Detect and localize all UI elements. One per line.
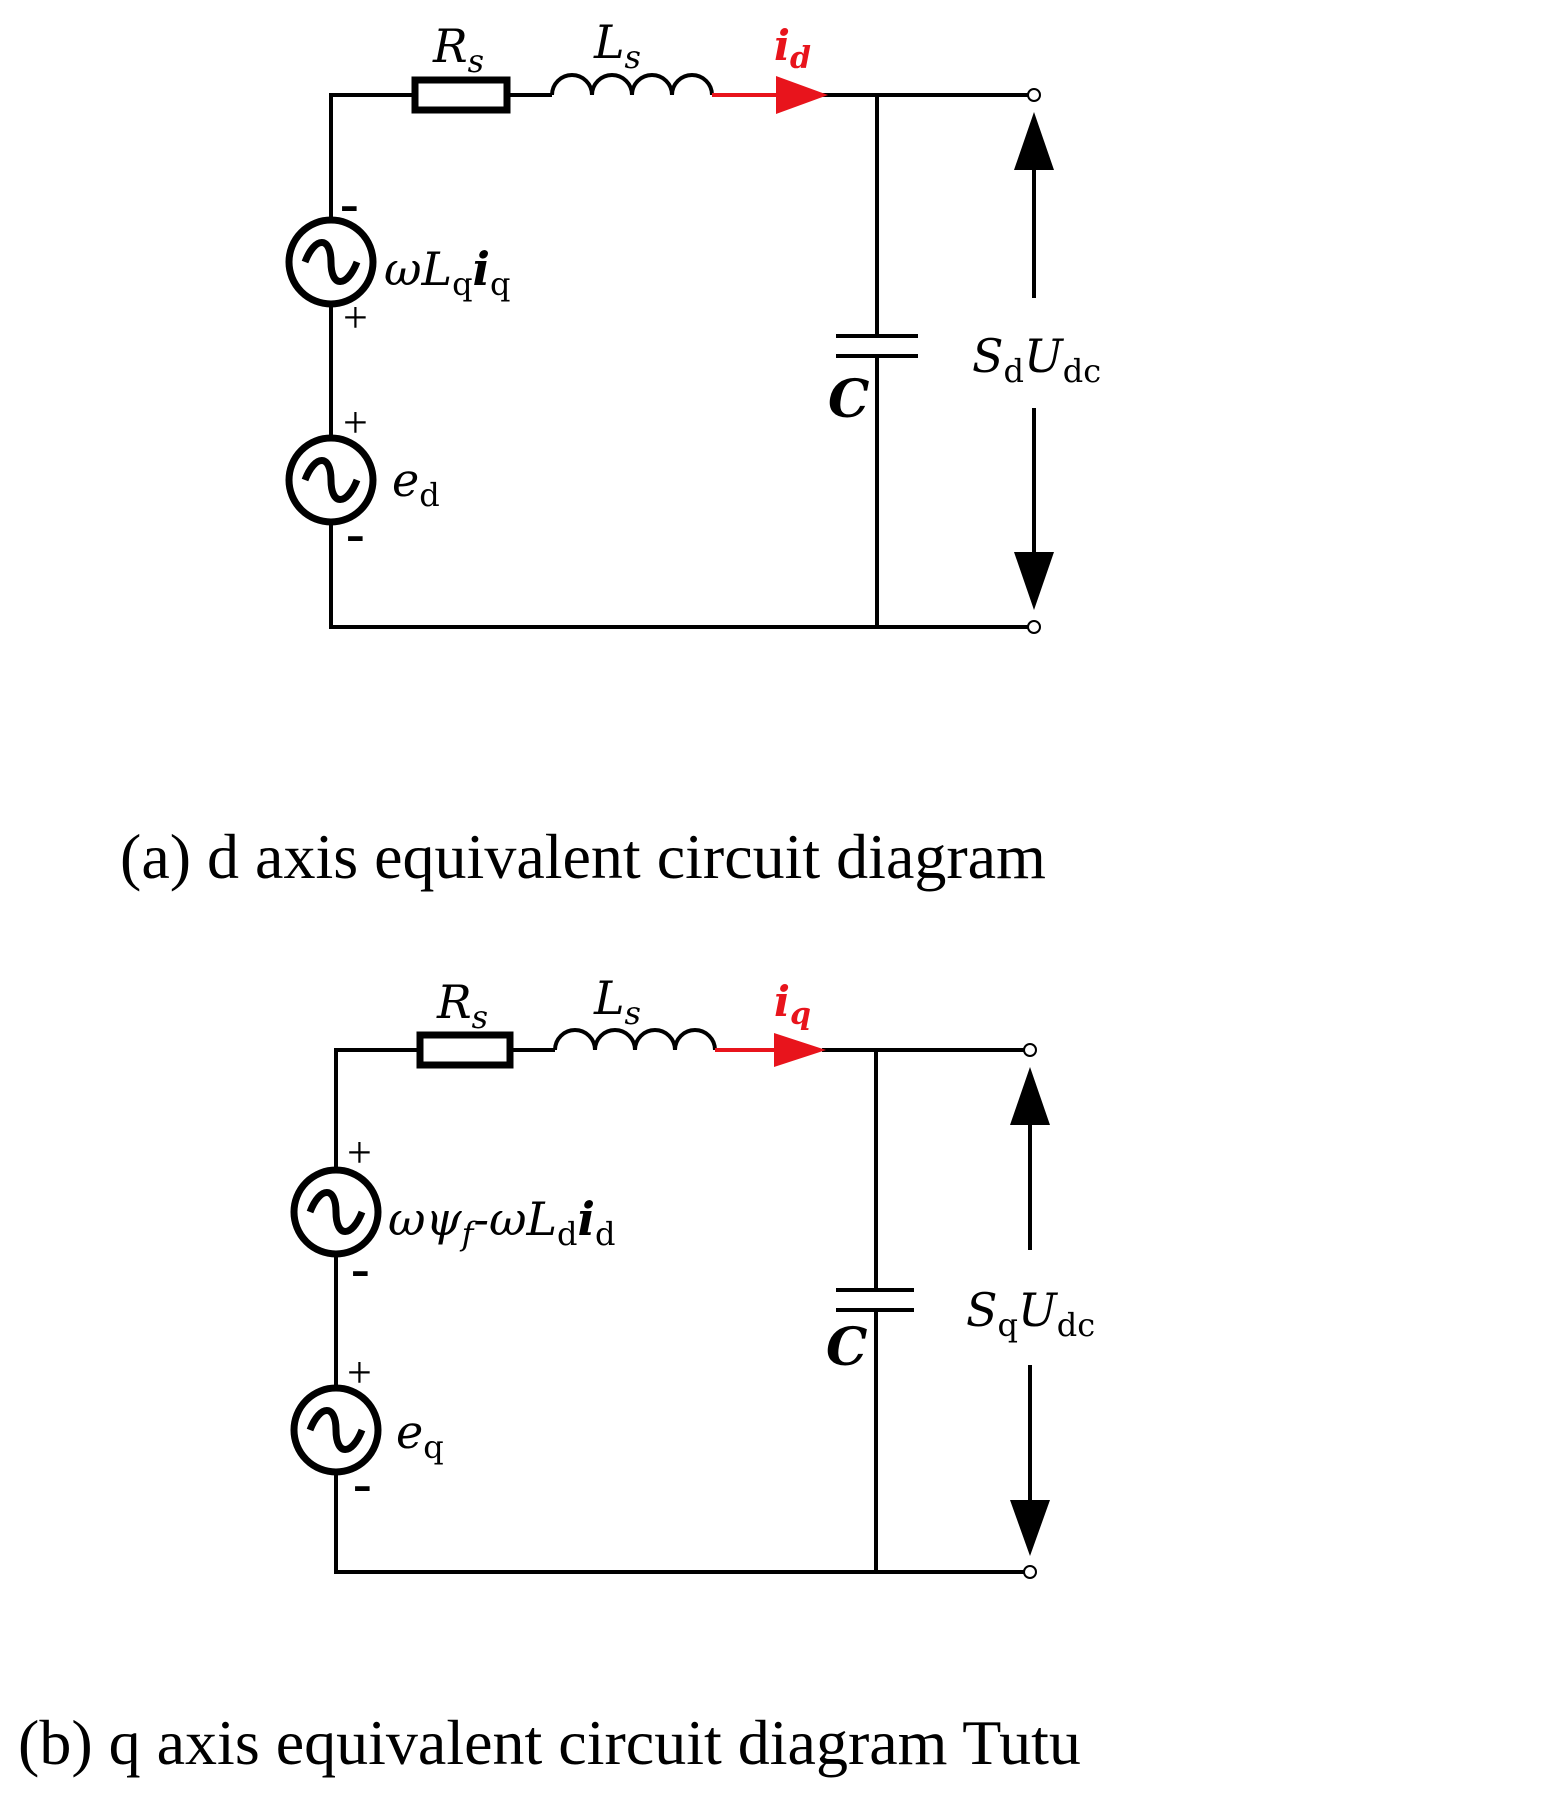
current-arrow-head — [776, 76, 828, 114]
polarity-sign: - — [351, 1238, 370, 1300]
resistor — [416, 1031, 514, 1069]
q-axis-circuit: Rs Ls iq C + - + - ωψf-ωLdid eq SqUdc (b… — [18, 971, 1095, 1778]
source-bottom-label: ed — [392, 453, 440, 514]
current-arrow-head — [774, 1033, 826, 1067]
inductor — [553, 1028, 717, 1051]
inductor-label: Ls — [593, 15, 641, 76]
resistor — [411, 76, 511, 114]
polarity-sign: + — [347, 1348, 372, 1397]
polarity-sign: + — [343, 293, 368, 342]
inductor-label: Ls — [593, 971, 641, 1032]
polarity-sign: + — [343, 398, 368, 447]
current-label: id — [774, 21, 811, 76]
ac-wave-icon — [306, 1189, 366, 1235]
capacitor-label: C — [828, 369, 869, 430]
source-bottom-label: eq — [396, 1405, 444, 1466]
current-label: iq — [774, 977, 811, 1032]
d-axis-circuit: Rs Ls id C - + + - ωLqiq ed SdUdc (a) d … — [120, 15, 1101, 892]
voltage-arrow-up-head — [1014, 112, 1054, 170]
inductor — [550, 73, 714, 96]
polarity-sign: - — [353, 1453, 372, 1515]
ac-wave-icon — [301, 457, 361, 503]
polarity-sign: + — [347, 1128, 372, 1177]
resistor-label: Rs — [436, 975, 488, 1036]
voltage-arrow-down-head — [1010, 1500, 1050, 1556]
ac-wave-icon — [306, 1407, 366, 1453]
voltage-arrow-down-head — [1014, 552, 1054, 610]
ac-wave-icon — [301, 239, 361, 285]
output-voltage-label: SdUdc — [972, 329, 1101, 390]
caption-b: (b) q axis equivalent circuit diagram Tu… — [18, 1707, 1081, 1778]
voltage-arrow-up-head — [1010, 1067, 1050, 1125]
caption-a: (a) d axis equivalent circuit diagram — [120, 821, 1046, 892]
capacitor-label: C — [826, 1317, 867, 1378]
resistor-label: Rs — [432, 19, 484, 80]
output-voltage-label: SqUdc — [966, 1283, 1095, 1344]
terminal-bottom — [1023, 1565, 1037, 1579]
source-top-label: ωψf-ωLdid — [388, 1192, 616, 1253]
terminal-top — [1027, 88, 1041, 102]
polarity-sign: - — [346, 503, 365, 565]
source-top-label: ωLqiq — [384, 242, 511, 303]
terminal-top — [1023, 1043, 1037, 1057]
polarity-sign: - — [340, 173, 359, 235]
terminal-bottom — [1027, 620, 1041, 634]
